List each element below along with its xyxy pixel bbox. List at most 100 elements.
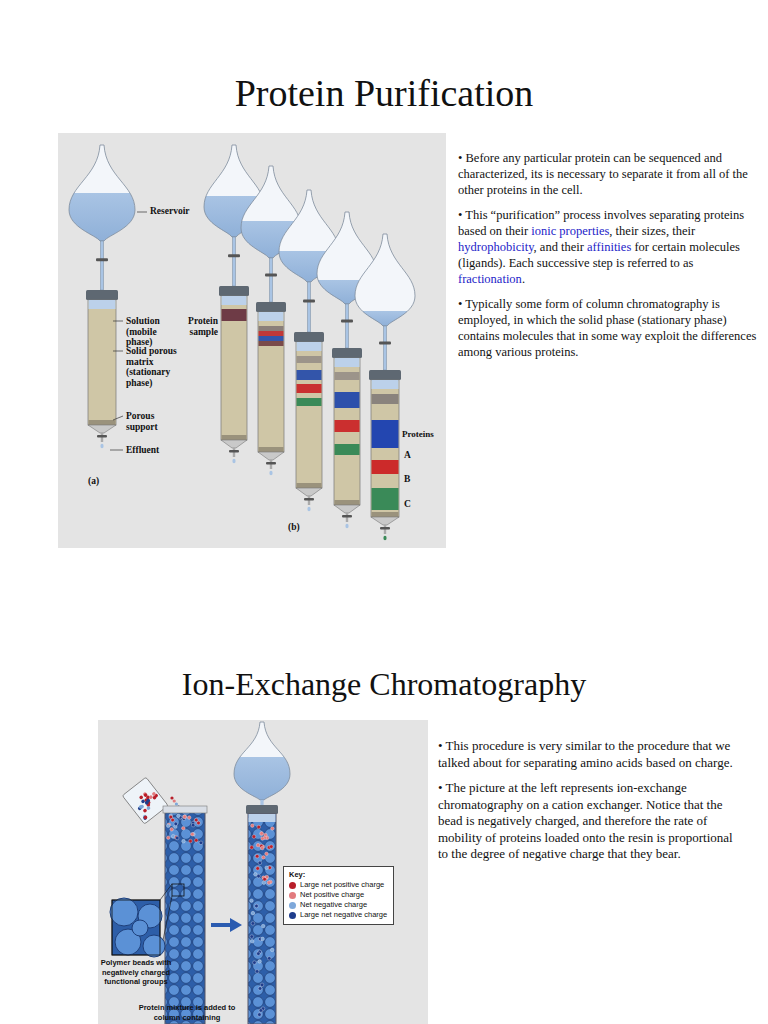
protein-dot (257, 874, 261, 878)
bullet-list: • Before any particular protein can be s… (458, 150, 758, 369)
stopcock (303, 300, 315, 303)
protein-dot (270, 948, 274, 952)
protein-dot (151, 791, 156, 796)
protein-dot (258, 960, 262, 964)
column-stopper (369, 370, 401, 380)
pouring-dot (175, 802, 178, 805)
protein-dot (261, 837, 265, 841)
protein-band (372, 420, 399, 448)
protein-dot (261, 937, 265, 941)
term-link: hydrophobicity (458, 240, 534, 254)
protein-dot (257, 825, 261, 829)
column-outlet (371, 517, 399, 525)
protein-band (372, 460, 399, 474)
protein-dot (260, 846, 264, 850)
mobile-phase (335, 358, 360, 367)
part-label: Reservoir (150, 206, 190, 217)
bullet-text: , their sizes, their (609, 224, 695, 238)
column-stopper (332, 348, 362, 358)
beaker-glass (122, 777, 168, 824)
arrow-head (230, 918, 242, 932)
legend-row: Net positive charge (289, 890, 387, 900)
protein-dot (258, 987, 262, 991)
protein-dot (183, 815, 187, 819)
inset-frame (112, 900, 160, 955)
column-outlet (221, 440, 247, 448)
porous-support (297, 483, 322, 488)
column-stopper (294, 332, 324, 342)
protein-dot (265, 866, 269, 870)
column-tube (88, 300, 116, 425)
bead-closeup (110, 898, 138, 926)
protein-dot (263, 877, 267, 881)
protein-dot (258, 861, 262, 865)
column-tube (258, 312, 284, 452)
protein-dot (267, 957, 271, 961)
protein-dot (139, 795, 144, 800)
column-tube (371, 380, 399, 517)
legend-text: Large net positive charge (300, 880, 384, 890)
column-tube (296, 342, 322, 488)
resin-column (165, 812, 205, 1024)
beaker (122, 777, 168, 824)
pouring-dot (173, 799, 176, 802)
part-label: Polymer beads with negatively charged fu… (98, 958, 174, 987)
stopcock (97, 435, 107, 438)
protein-band (335, 392, 360, 408)
bullet-text: • This procedure is very similar to the … (438, 738, 738, 771)
protein-dot (253, 961, 257, 965)
mobile-phase (259, 312, 284, 321)
leader-line (110, 450, 123, 451)
protein-dot (171, 834, 175, 838)
flow-arrow (211, 923, 232, 927)
stopcock (265, 273, 277, 276)
mobile-phase (222, 296, 247, 305)
protein-dot (251, 922, 255, 926)
column-stopper (86, 290, 118, 300)
effluent-drop (345, 524, 348, 528)
protein-dot (259, 1009, 263, 1013)
protein-dot (142, 814, 147, 819)
bullet-text: • Before any particular protein can be s… (458, 150, 758, 198)
part-label: Porous support (126, 411, 176, 432)
protein-dot (175, 836, 179, 840)
protein-dot (262, 881, 266, 885)
figure-panel (58, 133, 446, 548)
protein-dot (194, 838, 198, 842)
funnel-bulb (234, 722, 290, 800)
protein-letter: B (404, 474, 410, 485)
protein-band (372, 488, 399, 510)
mobile-phase (297, 342, 322, 351)
protein-dot (250, 899, 254, 903)
protein-dot (144, 800, 149, 805)
protein-dot (256, 843, 260, 847)
term-link: fractionation (458, 272, 522, 286)
funnel-stem (307, 282, 310, 332)
bullet-text: , and their (534, 240, 584, 254)
protein-band (259, 326, 284, 331)
protein-dot (260, 983, 264, 987)
stopcock (341, 319, 353, 322)
protein-dot (177, 814, 181, 818)
protein-band (297, 370, 322, 380)
column-stopper (246, 805, 278, 814)
protein-dot (166, 836, 170, 840)
column-stopper (256, 302, 286, 312)
bullet-list: • This procedure is very similar to the … (438, 738, 738, 872)
resin-column (248, 814, 276, 1024)
protein-dot (261, 924, 265, 928)
protein-band (259, 331, 284, 336)
title-text: Ion-Exchange Chromatography (182, 666, 586, 702)
protein-dot (187, 816, 191, 820)
funnel-bulb (355, 234, 415, 326)
protein-dot (269, 845, 273, 849)
panel-letter: (a) (88, 476, 99, 487)
term-link: ionic properties (531, 224, 609, 238)
stopcock (304, 498, 314, 501)
protein-dot (262, 856, 266, 860)
stopcock (228, 254, 240, 257)
protein-dot (182, 839, 186, 843)
protein-dot (166, 824, 170, 828)
protein-band (259, 336, 284, 341)
legend-text: Large net negative charge (300, 910, 387, 920)
